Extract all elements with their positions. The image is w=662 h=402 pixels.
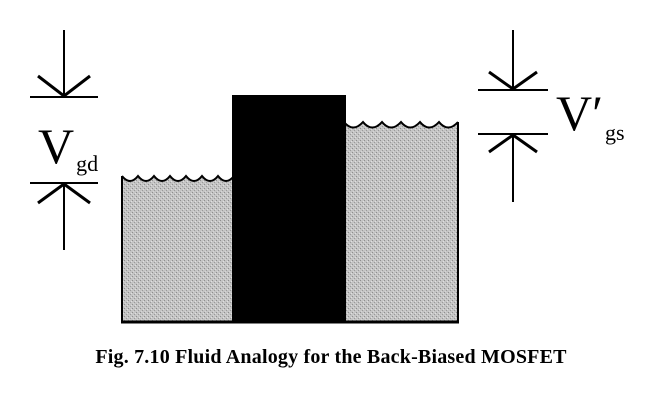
left-fluid-reservoir: [121, 174, 235, 322]
label-v-gd-main: V: [38, 118, 74, 174]
label-v-gd: Vgd: [38, 118, 98, 176]
right-fluid-body: [344, 128, 458, 322]
left-fluid-body: [122, 182, 234, 322]
right-dimension-marker: V′gs: [478, 30, 625, 202]
right-fluid-reservoir: [343, 120, 459, 322]
right-fluid-outline: [343, 120, 459, 129]
label-v-prime-gs: V′gs: [556, 85, 625, 145]
right-fluid-surface-ripples: [344, 122, 458, 128]
arrow-down-pointer-icon: [488, 70, 538, 91]
label-v-prime-gs-main: V′: [556, 85, 603, 141]
left-fluid-outline: [121, 174, 235, 182]
gate-barrier-block: [232, 95, 346, 322]
label-v-prime-gs-subscript: gs: [605, 120, 625, 145]
label-v-gd-subscript: gd: [76, 151, 98, 176]
left-dimension-marker: Vgd: [30, 30, 98, 250]
arrow-down-pointer-icon: [37, 74, 91, 98]
figure-caption: Fig. 7.10 Fluid Analogy for the Back-Bia…: [95, 346, 567, 368]
arrow-up-pointer-icon: [488, 133, 538, 154]
arrow-up-pointer-icon: [37, 182, 91, 205]
